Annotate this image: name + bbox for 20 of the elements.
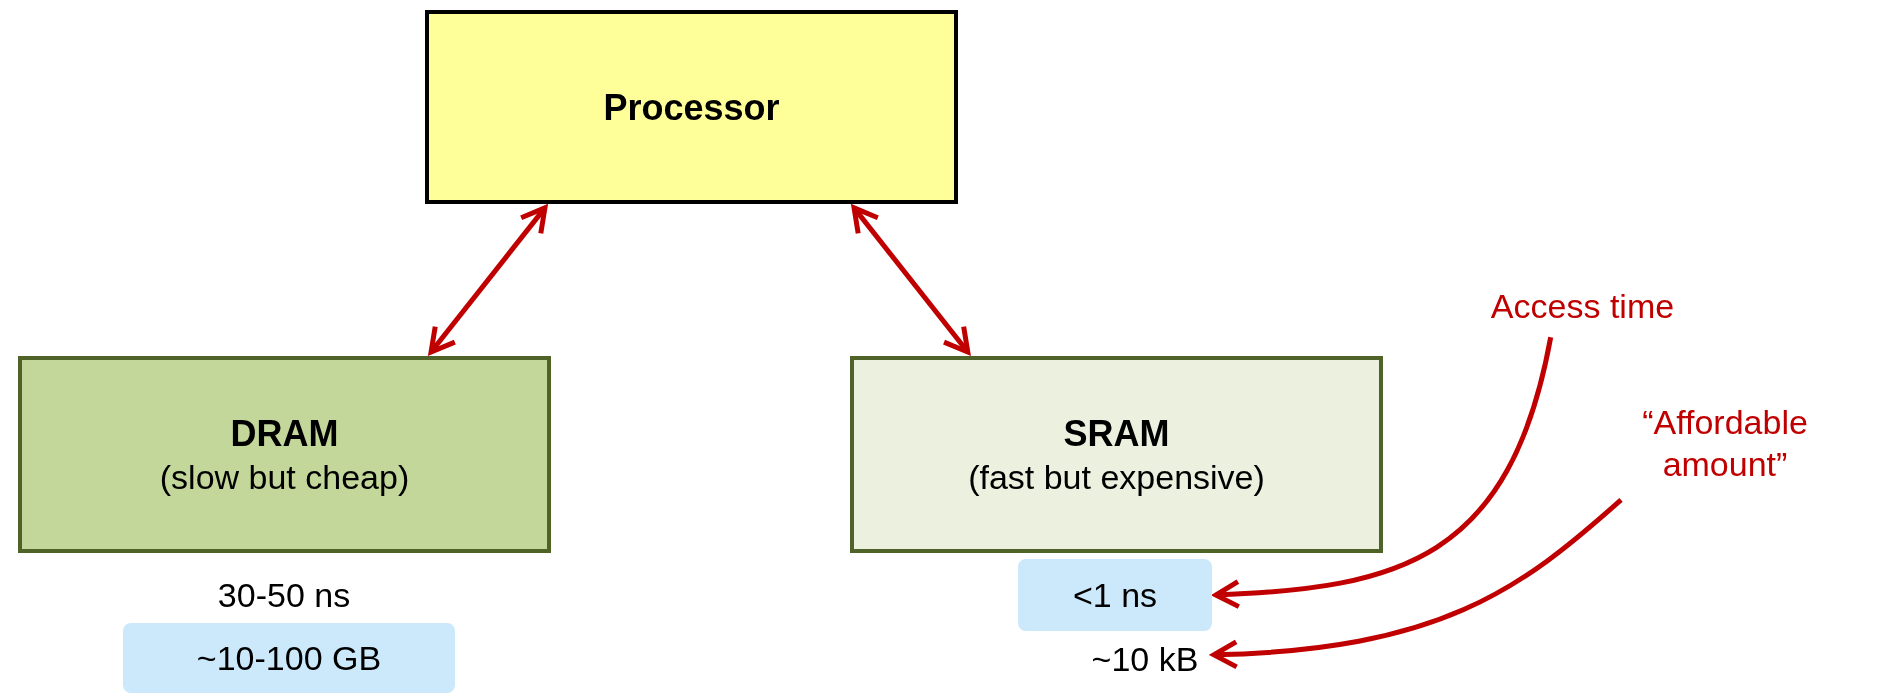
annotation-text: “Affordable amount”: [1641, 401, 1809, 485]
value-text: (slow but cheap): [159, 456, 410, 498]
processor-box: [425, 10, 958, 204]
double-arrow: [428, 205, 548, 355]
access-time-text: 30-50 ns: [217, 574, 351, 616]
box-title: DRAM: [230, 411, 339, 456]
capacity-highlight: [123, 623, 455, 693]
memory-box: [850, 356, 1383, 553]
access-time-highlight: [1018, 559, 1212, 631]
leader-arrow: [1211, 497, 1623, 669]
memory-box: [18, 356, 551, 553]
double-arrow: [851, 205, 971, 355]
value-text: ~10-100 GB: [196, 637, 382, 679]
value-text: <1 ns: [1072, 574, 1158, 616]
box-title: Processor: [603, 85, 780, 130]
annotation-text: Access time: [1490, 285, 1675, 327]
capacity-text: ~10 kB: [1091, 638, 1199, 680]
leader-arrow: [1213, 336, 1554, 609]
box-title: SRAM: [1063, 411, 1170, 456]
value-text: (fast but expensive): [968, 456, 1265, 498]
